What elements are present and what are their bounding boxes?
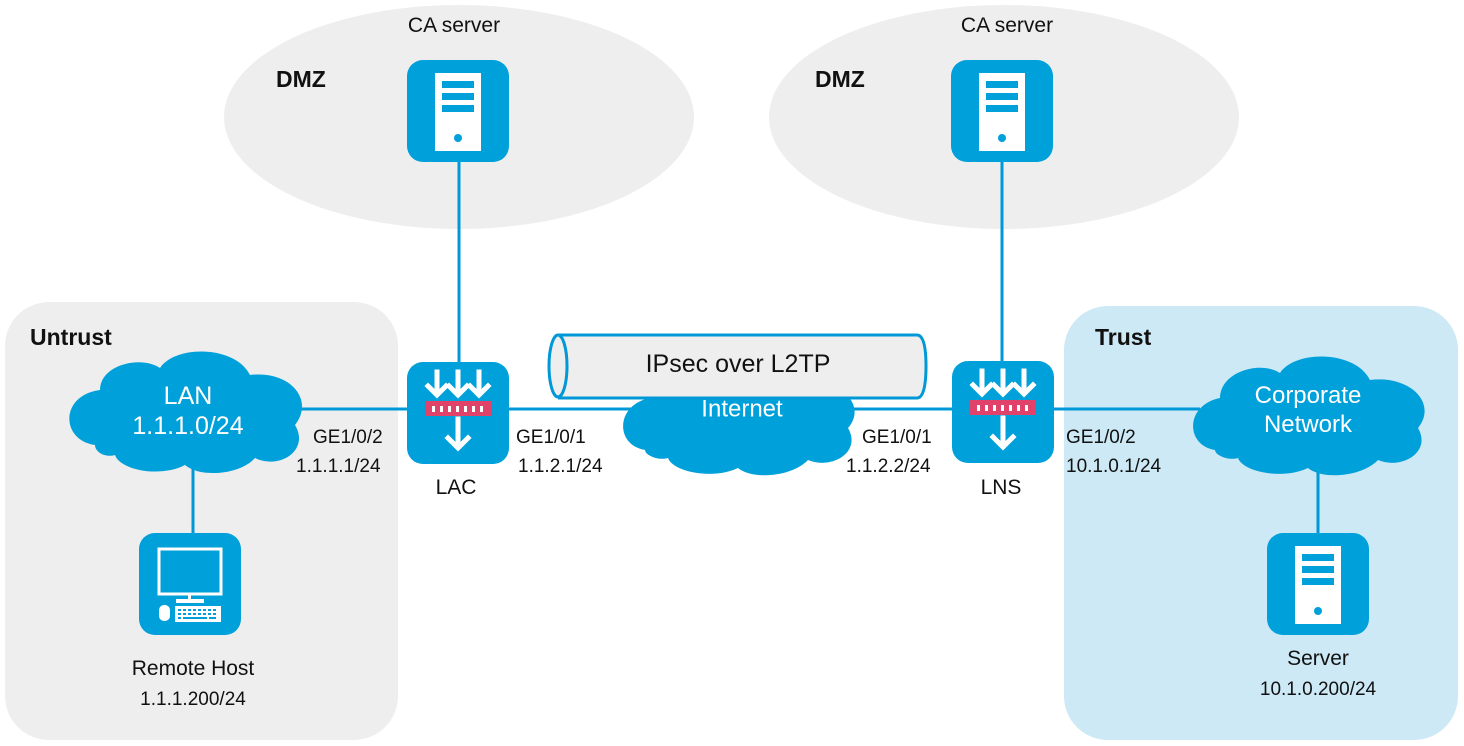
server-label: Server — [1287, 647, 1349, 670]
lns-ge1-name: GE1/0/1 — [862, 427, 932, 448]
remote-host-label: Remote Host — [131, 657, 255, 680]
lns-label: LNS — [980, 476, 1022, 499]
corporate-cloud-label: Corporate Network — [1255, 382, 1362, 440]
dmz-right-label: DMZ — [815, 66, 865, 92]
lns-firewall-icon[interactable] — [952, 361, 1054, 463]
lac-ge2-ip: 1.1.1.1/24 — [296, 456, 381, 477]
links — [191, 160, 1320, 540]
lac-firewall-icon[interactable] — [407, 362, 509, 464]
ca-server-right-icon[interactable] — [951, 60, 1053, 162]
ipsec-tunnel — [547, 333, 928, 400]
lns-ge1-ip: 1.1.2.2/24 — [846, 456, 931, 477]
corporate-cloud — [1193, 356, 1425, 476]
internet-name: Internet — [701, 395, 783, 423]
lan-cloud-label: LAN 1.1.1.0/24 — [132, 381, 243, 441]
ca-server-left-label: CA server — [407, 14, 501, 37]
ca-server-right-label: CA server — [960, 14, 1054, 37]
corporate-line2: Network — [1263, 411, 1353, 438]
tunnel-label: IPsec over L2TP — [645, 350, 831, 378]
lan-name: LAN — [163, 382, 213, 410]
internet-cloud-label: Internet — [701, 396, 782, 425]
ca-server-left-icon[interactable] — [407, 60, 509, 162]
trust-label: Trust — [1095, 324, 1152, 350]
untrust-label: Untrust — [30, 324, 112, 350]
lac-ge1-ip: 1.1.2.1/24 — [518, 456, 603, 477]
remote-host-pc-icon[interactable] — [139, 533, 241, 635]
lns-ge2-ip: 10.1.0.1/24 — [1066, 456, 1162, 477]
dmz-left-label: DMZ — [276, 66, 326, 92]
server-icon[interactable] — [1267, 533, 1369, 635]
lan-subnet: 1.1.1.0/24 — [132, 412, 244, 440]
server-ip: 10.1.0.200/24 — [1259, 679, 1377, 700]
lns-ge2-name: GE1/0/2 — [1066, 427, 1136, 448]
corporate-line1: Corporate — [1254, 382, 1362, 410]
lac-ge2-name: GE1/0/2 — [313, 427, 383, 448]
lac-ge1-name: GE1/0/1 — [516, 427, 586, 448]
lac-label: LAC — [435, 476, 477, 499]
lan-cloud — [69, 351, 303, 474]
remote-host-ip: 1.1.1.200/24 — [140, 689, 246, 710]
